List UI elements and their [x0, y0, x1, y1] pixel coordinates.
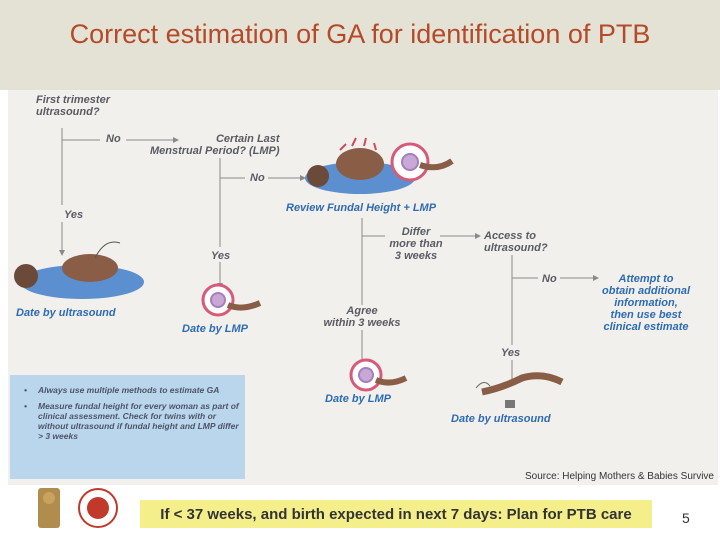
- woman-ultrasound-illustration: [14, 241, 144, 299]
- fundal-height-illustration: [305, 137, 454, 194]
- bullet-icon: •: [24, 385, 27, 395]
- differ-label-line2: more than: [389, 238, 443, 250]
- ultrasound-probe-illustration: [475, 372, 564, 408]
- yes-label-3: Yes: [501, 347, 521, 359]
- agree-label: Agree within 3 weeks: [322, 305, 402, 329]
- notes-list: • Always use multiple methods to estimate…: [24, 385, 239, 447]
- bullet-icon: •: [24, 401, 27, 411]
- question-first-trimester-line2: ultrasound?: [36, 106, 100, 118]
- attempt-line1: Attempt to: [618, 273, 674, 285]
- question-lmp-line2: Menstrual Period? (LMP): [150, 145, 280, 157]
- question-first-trimester: First trimester ultrasound?: [36, 94, 110, 118]
- question-access-line1: Access to: [484, 230, 536, 242]
- differ-label: Differ more than 3 weeks: [388, 226, 444, 262]
- note-text-2: Measure fundal height for every woman as…: [38, 401, 239, 441]
- date-by-lmp-1: Date by LMP: [182, 323, 249, 335]
- footer-highlight-bar: If < 37 weeks, and birth expected in nex…: [140, 500, 652, 528]
- question-lmp: Certain Last Menstrual Period? (LMP): [150, 133, 280, 157]
- note-text-1: Always use multiple methods to estimate …: [38, 385, 220, 395]
- no-label-3: No: [542, 273, 557, 285]
- note-item: • Always use multiple methods to estimate…: [24, 385, 239, 395]
- date-by-ultrasound-left: Date by ultrasound: [16, 307, 116, 319]
- attempt-line5: clinical estimate: [603, 321, 689, 333]
- date-by-ultrasound-right: Date by ultrasound: [451, 413, 551, 425]
- yes-label-2: Yes: [211, 250, 231, 262]
- slide-title: Correct estimation of GA for identificat…: [69, 19, 651, 49]
- lmp-wheel-illustration-1: [201, 283, 262, 317]
- no-label-1: No: [106, 133, 121, 145]
- agree-label-line1: Agree: [346, 305, 378, 317]
- attempt-clinical-estimate-label: Attempt to obtain additional information…: [590, 273, 702, 333]
- notes-box: • Always use multiple methods to estimate…: [10, 375, 245, 479]
- source-citation: Source: Helping Mothers & Babies Survive: [525, 471, 714, 482]
- question-lmp-line1: Certain Last: [215, 133, 280, 145]
- yes-label-1: Yes: [64, 209, 84, 221]
- differ-label-line1: Differ: [401, 226, 431, 238]
- attempt-line3: information,: [614, 297, 678, 309]
- review-fundal-height-label: Review Fundal Height + LMP: [286, 202, 437, 214]
- title-band: [0, 0, 720, 90]
- no-label-2: No: [250, 172, 265, 184]
- emblem-logo: [38, 488, 60, 528]
- footer-text: If < 37 weeks, and birth expected in nex…: [160, 506, 632, 523]
- question-first-trimester-line1: First trimester: [36, 94, 110, 106]
- question-access-ultrasound: Access to ultrasound?: [484, 230, 548, 254]
- question-access-line2: ultrasound?: [484, 242, 548, 254]
- attempt-line4: then use best: [610, 309, 682, 321]
- ministry-logo: [78, 488, 118, 528]
- page-number: 5: [682, 510, 690, 526]
- lmp-wheel-illustration-2: [349, 358, 408, 392]
- differ-label-line3: 3 weeks: [394, 250, 438, 262]
- agree-label-line2: within 3 weeks: [323, 317, 401, 329]
- attempt-line2: obtain additional: [602, 285, 690, 297]
- date-by-lmp-2: Date by LMP: [325, 393, 392, 405]
- note-item: • Measure fundal height for every woman a…: [24, 401, 239, 441]
